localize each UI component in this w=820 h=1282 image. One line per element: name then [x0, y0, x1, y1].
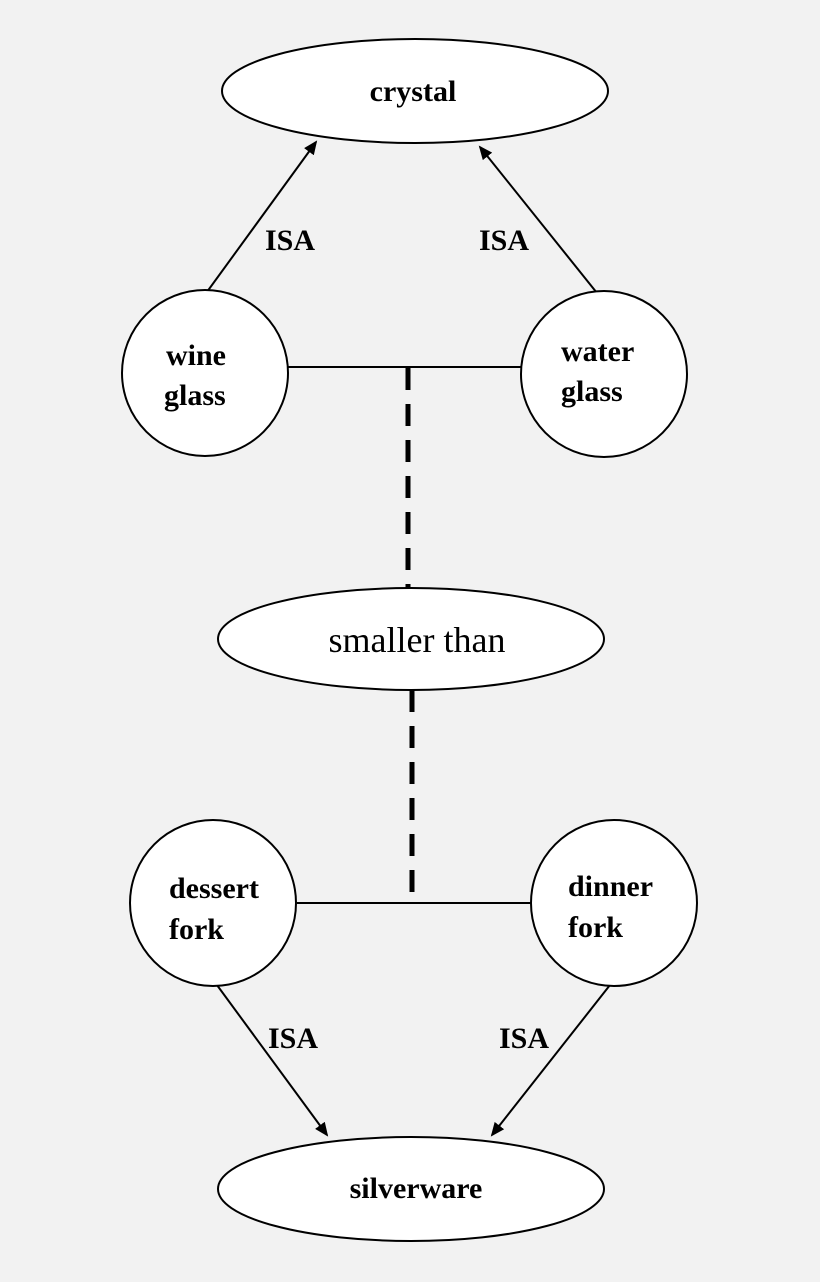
isa-arrow-water-glass-to-crystal	[478, 145, 602, 299]
node-dessert-fork-line1: dessert	[169, 872, 259, 905]
edge-label-isa: ISA	[268, 1022, 318, 1055]
node-silverware: silverware	[217, 1136, 605, 1242]
node-water-glass-line1: water	[561, 335, 634, 368]
node-dinner-fork-line1: dinner	[568, 870, 653, 903]
node-smaller-than: smaller than	[217, 587, 605, 691]
isa-arrow-dinner-fork-to-silverware	[490, 984, 611, 1137]
node-water-glass: water glass	[520, 290, 688, 458]
isa-arrow-dessert-fork-to-silverware	[213, 980, 329, 1137]
node-crystal: crystal	[221, 38, 609, 144]
node-dinner-fork-line2: fork	[568, 911, 623, 944]
edge-label-isa: ISA	[265, 224, 315, 257]
node-smaller-than-label: smaller than	[329, 620, 506, 660]
edge-label-isa: ISA	[479, 224, 529, 257]
node-dessert-fork-line2: fork	[169, 913, 224, 946]
node-water-glass-line2: glass	[561, 375, 623, 408]
node-wine-glass-line1: wine	[166, 339, 226, 372]
node-dessert-fork: dessert fork	[129, 819, 297, 987]
node-silverware-label: silverware	[350, 1172, 483, 1205]
node-crystal-label: crystal	[370, 75, 457, 108]
isa-arrow-wine-glass-to-crystal	[203, 140, 318, 297]
node-wine-glass: wine glass	[121, 289, 289, 457]
edge-label-isa: ISA	[499, 1022, 549, 1055]
node-wine-glass-line2: glass	[164, 379, 226, 412]
node-dinner-fork: dinner fork	[530, 819, 698, 987]
